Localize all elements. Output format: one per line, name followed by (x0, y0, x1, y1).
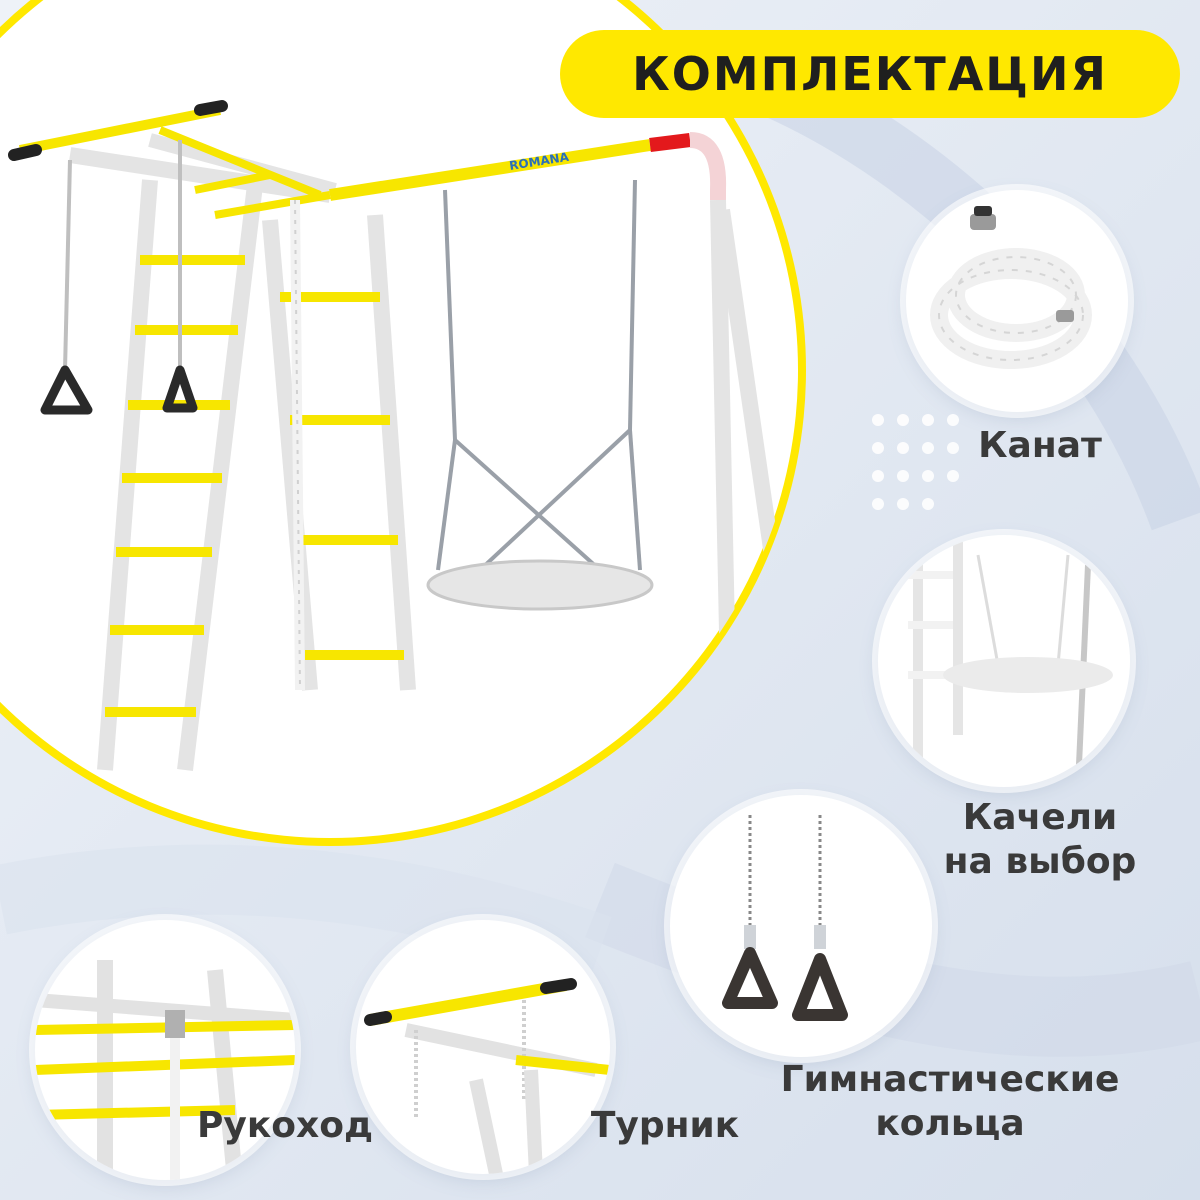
monkey-bars-circle (35, 920, 295, 1180)
swing-icon (908, 535, 1113, 787)
rope-icon (930, 206, 1092, 369)
swing-label-line2: на выбор (943, 841, 1137, 882)
swing-label-line1: Качели (962, 797, 1118, 838)
swing-label: Качели на выбор (920, 796, 1160, 884)
gymnastic-rings-icon (722, 815, 848, 1021)
monkey-bars-icon (35, 960, 295, 1180)
monkey-bars-label: Рукоход (196, 1105, 374, 1146)
pullup-bar-icon (364, 978, 610, 1174)
pullup-bar-label: Турник (590, 1105, 740, 1146)
rope-circle (906, 190, 1128, 412)
rings-label-line2: кольца (875, 1103, 1025, 1144)
rings-label-line1: Гимнастические (780, 1059, 1120, 1100)
rings-circle (670, 795, 932, 1057)
rings-label: Гимнастические кольца (740, 1058, 1160, 1146)
rope-label: Канат (978, 425, 1102, 466)
page-title: КОМПЛЕКТАЦИЯ (632, 47, 1108, 101)
title-badge: КОМПЛЕКТАЦИЯ (560, 30, 1180, 118)
decorative-dots (872, 414, 959, 510)
swing-circle (878, 535, 1130, 787)
brand-label: ROMANA (508, 150, 570, 173)
pullup-bar-circle (356, 920, 610, 1174)
